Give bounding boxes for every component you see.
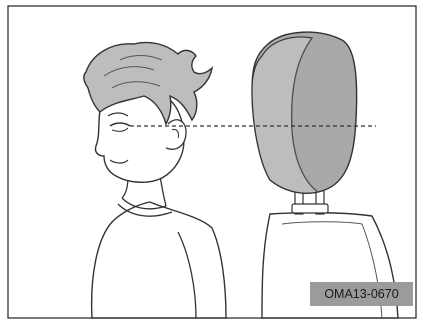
headrest [252, 32, 357, 193]
figure-code-label: OMA13-0670 [310, 282, 413, 306]
